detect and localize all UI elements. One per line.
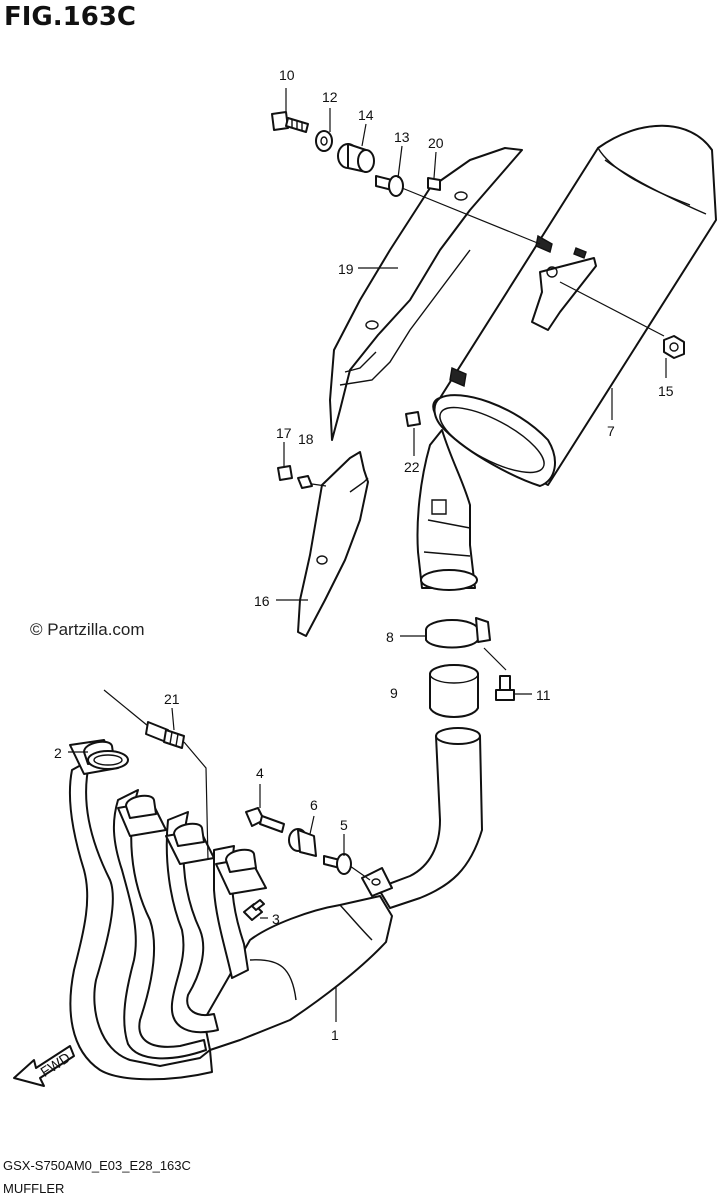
- callout-2: 2: [54, 745, 62, 761]
- callout-8: 8: [386, 629, 394, 645]
- callout-21: 21: [164, 691, 180, 707]
- part-bolt-4[interactable]: [245, 807, 285, 833]
- callout-13: 13: [394, 129, 410, 145]
- callout-9: 9: [390, 685, 398, 701]
- part-nut-22[interactable]: [405, 411, 421, 427]
- part-screw-20[interactable]: [427, 177, 441, 191]
- callout-3: 3: [272, 911, 280, 927]
- callout-18: 18: [298, 431, 314, 447]
- part-bolt-3[interactable]: [243, 899, 265, 921]
- figure-title: FIG.163C: [4, 2, 137, 32]
- part-muffler-cover-upper[interactable]: [329, 147, 523, 441]
- part-clamp-8[interactable]: [425, 617, 491, 649]
- assembly-line: [311, 483, 327, 487]
- callout-4: 4: [256, 765, 264, 781]
- assembly-line: [349, 865, 371, 881]
- part-bolt-11[interactable]: [495, 675, 515, 701]
- callout-6: 6: [310, 797, 318, 813]
- part-gasket-2[interactable]: [87, 750, 129, 770]
- part-washer-12[interactable]: [315, 130, 333, 152]
- part-collar-5[interactable]: [323, 853, 352, 875]
- part-bolt-10[interactable]: [271, 111, 309, 133]
- assembly-line: [559, 281, 665, 337]
- callout-16: 16: [254, 593, 270, 609]
- part-nut-18[interactable]: [297, 475, 313, 489]
- callout-1: 1: [331, 1027, 339, 1043]
- callout-17: 17: [276, 425, 292, 441]
- callout-19: 19: [338, 261, 354, 277]
- watermark-text: © Partzilla.com: [30, 620, 145, 639]
- assembly-line: [483, 647, 507, 671]
- callout-12: 12: [322, 89, 338, 105]
- part-collar-13[interactable]: [375, 175, 404, 197]
- callout-labels: 10 12 14 13 20 19 15 7 17 18 22 16 8 9 1…: [54, 67, 674, 1043]
- diagram-code: GSX-S750AM0_E03_E28_163C: [3, 1158, 191, 1173]
- part-screw-17[interactable]: [277, 465, 293, 481]
- callout-15: 15: [658, 383, 674, 399]
- assembly-line: [401, 187, 541, 245]
- part-damper-6[interactable]: [288, 828, 317, 857]
- callout-7: 7: [607, 423, 615, 439]
- diagram-name: MUFFLER: [3, 1181, 65, 1196]
- part-exhaust-pipe-assembly[interactable]: [68, 727, 483, 1081]
- leader-lines: [68, 88, 667, 1022]
- callout-10: 10: [279, 67, 295, 83]
- part-nut-15[interactable]: [663, 335, 685, 359]
- part-damper-14[interactable]: [337, 143, 375, 173]
- callout-11: 11: [536, 687, 551, 703]
- callout-20: 20: [428, 135, 444, 151]
- forward-direction-arrow: FWD: [13, 1045, 75, 1087]
- part-oxygen-sensor-21[interactable]: [103, 689, 209, 861]
- callout-22: 22: [404, 459, 420, 475]
- part-gasket-9[interactable]: [429, 664, 479, 718]
- callout-14: 14: [358, 107, 374, 123]
- callout-5: 5: [340, 817, 348, 833]
- part-muffler-body[interactable]: [416, 124, 717, 591]
